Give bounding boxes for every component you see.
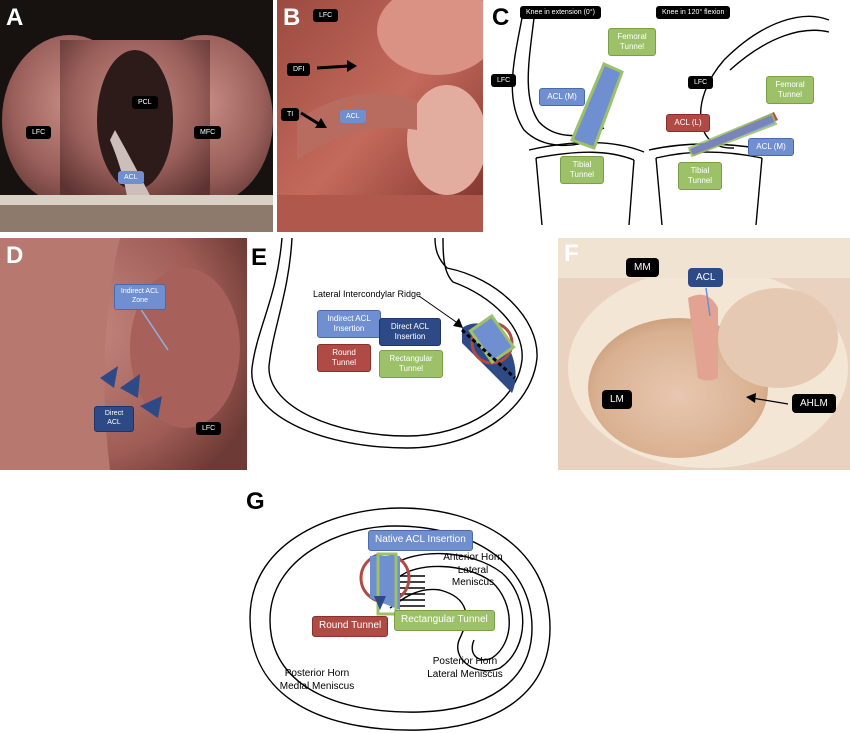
- f-mm-tag: MM: [626, 258, 659, 277]
- panel-b-photo: [277, 0, 483, 232]
- c-acl-m-right: ACL (M): [748, 138, 794, 156]
- panel-d: D Indirect ACL Zone Direct ACL LFC: [0, 238, 247, 470]
- panel-g: G Native ACL Insertion Anterior Horn Lat…: [240, 478, 560, 733]
- c-tibial-tunnel-right: Tibial Tunnel: [678, 162, 722, 190]
- panel-a-label: A: [6, 4, 24, 31]
- panel-c: C Knee in extension (0°) Knee in 120° fl…: [484, 0, 850, 232]
- a-lfc-tag: LFC: [26, 126, 52, 139]
- a-pcl-tag: PCL: [132, 96, 158, 109]
- c-lfc-right: LFC: [688, 76, 714, 89]
- panel-d-label: D: [6, 242, 24, 269]
- c-femoral-tunnel-left: Femoral Tunnel: [608, 28, 656, 56]
- b-ti-tag: TI: [281, 108, 300, 121]
- d-lfc-tag: LFC: [196, 422, 222, 435]
- d-indirect-zone: Indirect ACL Zone: [114, 284, 166, 310]
- b-dfi-tag: DFI: [287, 63, 311, 76]
- f-lm-tag: LM: [602, 390, 632, 409]
- panel-g-label: G: [246, 488, 265, 515]
- panel-c-label: C: [492, 4, 510, 31]
- panel-f: F MM ACL LM AHLM: [558, 238, 850, 470]
- e-rect-tunnel: Rectangular Tunnel: [379, 350, 443, 378]
- g-native-insertion: Native ACL Insertion: [368, 530, 473, 551]
- d-arrows: [100, 307, 169, 418]
- g-post-medial: Posterior Horn Medial Meniscus: [279, 668, 355, 692]
- e-round-tunnel: Round Tunnel: [317, 344, 371, 372]
- c-lfc-left: LFC: [491, 74, 517, 87]
- e-ridge-label: Lateral Intercondylar Ridge: [313, 289, 422, 299]
- c-acl-l: ACL (L): [666, 114, 710, 132]
- panel-a-photo: [0, 0, 273, 232]
- panel-b-label: B: [283, 4, 301, 31]
- b-acl-tag: ACL: [340, 110, 366, 123]
- b-lfc-tag: LFC: [313, 9, 339, 22]
- g-rect-tunnel: Rectangular Tunnel: [394, 610, 495, 631]
- c-femoral-tunnel-right: Femoral Tunnel: [766, 76, 814, 104]
- panel-g-diagram: [249, 507, 551, 731]
- e-indirect-insertion: Indirect ACL Insertion: [317, 310, 381, 338]
- a-acl-tag: ACL: [118, 171, 144, 184]
- f-acl-tag: ACL: [688, 268, 724, 287]
- c-extension-title: Knee in extension (0°): [520, 6, 601, 19]
- panel-c-diagram: [511, 15, 830, 226]
- panel-a: A PCL LFC MFC ACL: [0, 0, 273, 232]
- g-round-tunnel: Round Tunnel: [312, 616, 389, 637]
- e-direct-insertion: Direct ACL Insertion: [379, 318, 441, 346]
- c-acl-m-left: ACL (M): [539, 88, 585, 106]
- g-post-lateral: Posterior Horn Lateral Meniscus: [427, 656, 503, 680]
- panel-e-diagram: [251, 238, 538, 449]
- f-ahlm-tag: AHLM: [792, 394, 836, 413]
- panel-e-label: E: [251, 244, 268, 271]
- f-arrows: [705, 287, 789, 405]
- panel-f-label: F: [564, 240, 579, 267]
- panel-b: B LFC DFI TI ACL: [277, 0, 483, 232]
- b-arrows: [300, 60, 357, 128]
- c-tibial-tunnel-left: Tibial Tunnel: [560, 156, 604, 184]
- a-mfc-tag: MFC: [194, 126, 222, 139]
- panel-e: E Lateral Intercondylar Ridge Indirect A…: [247, 238, 547, 470]
- d-direct-acl: Direct ACL: [94, 406, 134, 432]
- g-anterior-horn: Anterior Horn Lateral Meniscus: [443, 552, 503, 588]
- c-flexion-title: Knee in 120° flexion: [656, 6, 731, 19]
